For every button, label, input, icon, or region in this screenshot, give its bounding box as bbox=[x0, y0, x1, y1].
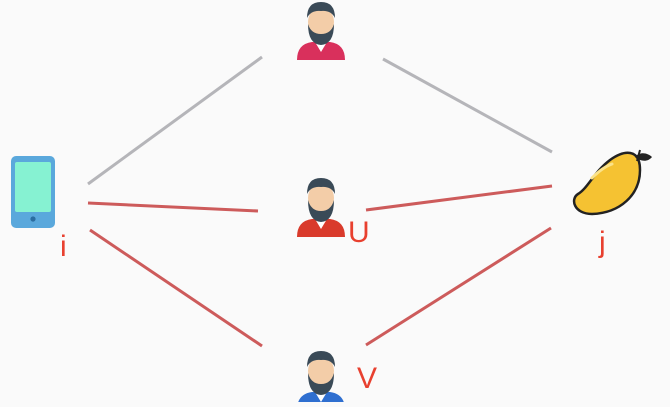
smartphone-icon bbox=[11, 156, 55, 228]
edge-i-u bbox=[87, 201, 259, 213]
bearded-user-icon-top bbox=[297, 2, 345, 60]
node-label-v: V bbox=[357, 362, 378, 395]
node-label-j: j bbox=[599, 226, 606, 259]
edge-u-j bbox=[365, 184, 553, 212]
edge-top-j bbox=[382, 57, 553, 154]
mango-icon bbox=[572, 149, 652, 216]
edge-i-top bbox=[87, 55, 263, 186]
edge-i-v bbox=[89, 228, 263, 348]
bearded-user-icon-u bbox=[297, 178, 345, 237]
node-label-i: i bbox=[60, 230, 67, 263]
node-label-u: U bbox=[348, 216, 370, 249]
edge-v-j bbox=[365, 226, 552, 347]
bearded-user-icon-v bbox=[297, 351, 345, 407]
